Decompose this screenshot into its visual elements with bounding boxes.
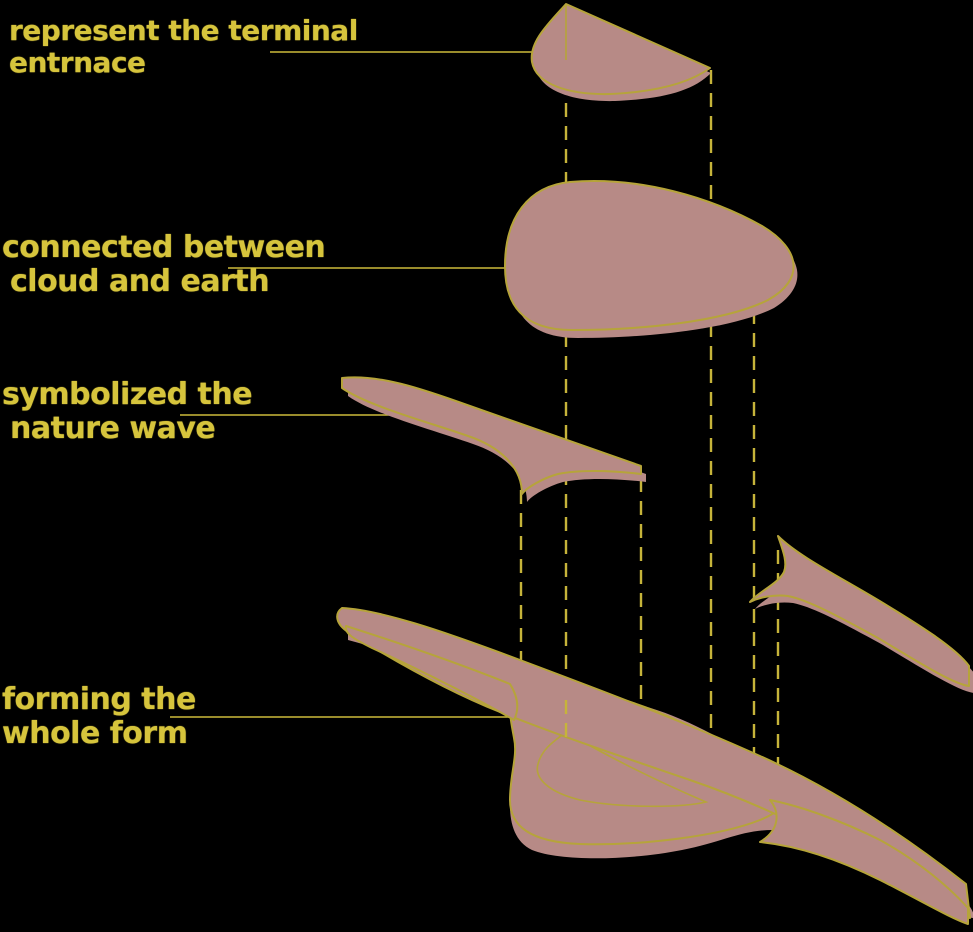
right-wave-fragment: [749, 535, 973, 693]
label-wave-line1: symbolized the: [2, 377, 253, 412]
label-nature-wave: symbolized the nature wave: [2, 377, 253, 446]
nature-wave-shape: [341, 376, 646, 502]
label-cloud-earth: connected between cloud and earth: [2, 230, 326, 299]
label-cloud-line1: connected between: [2, 230, 326, 265]
label-cloud-line2: cloud and earth: [10, 263, 270, 299]
label-terminal-line1: represent the terminal: [9, 14, 358, 47]
terminal-entrance-shape: [530, 3, 711, 102]
label-wave-line2: nature wave: [10, 410, 216, 446]
label-whole-line2: whole form: [2, 715, 188, 751]
label-terminal-entrance: represent the terminal entrnace: [9, 15, 358, 78]
whole-form-shape: [336, 607, 973, 925]
label-whole-form: forming the whole form: [2, 683, 196, 751]
label-whole-line1: forming the: [2, 682, 196, 717]
label-terminal-line2: entrnace: [9, 45, 146, 79]
cloud-earth-shape: [504, 180, 798, 338]
